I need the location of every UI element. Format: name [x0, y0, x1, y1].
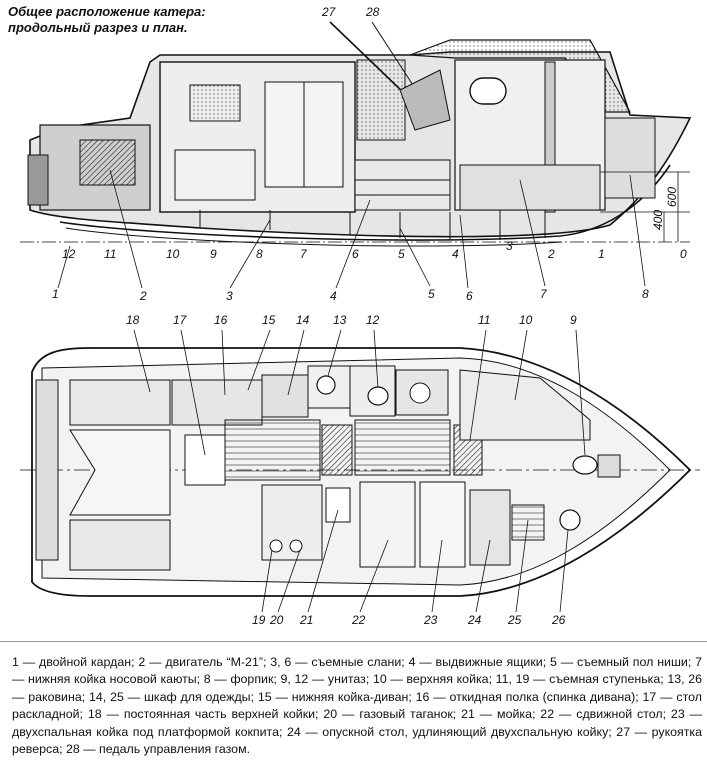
dimension-600: 600	[665, 187, 679, 207]
galley-sink-21	[325, 487, 351, 523]
cabin-floor	[224, 419, 321, 481]
upper-berth-10	[459, 369, 591, 441]
callout-7: 7	[540, 287, 548, 301]
figure-title-line-1: Общее расположение катера:	[8, 4, 206, 19]
callout-10-plan: 10	[519, 313, 533, 327]
step-11	[321, 424, 353, 476]
callout-4: 4	[330, 289, 337, 303]
callout-11: 11	[104, 247, 116, 261]
hull-bottom	[59, 164, 671, 241]
callout-15: 15	[262, 313, 276, 327]
callout-2: 2	[139, 289, 147, 303]
aft-window	[189, 84, 241, 122]
windshield	[409, 39, 632, 113]
callout-12: 12	[62, 247, 76, 261]
callout-6: 6	[466, 289, 473, 303]
callout-11-plan: 11	[478, 313, 490, 327]
callout-9-plan: 9	[570, 313, 577, 327]
callout-8: 8	[642, 287, 649, 301]
dimension-400: 400	[651, 210, 665, 230]
callout-9: 9	[210, 247, 217, 261]
callout-1: 1	[52, 287, 59, 301]
callout-16: 16	[214, 313, 228, 327]
cockpit-table	[69, 429, 171, 516]
porthole	[469, 77, 507, 105]
figure-title: Общее расположение катера: продольный ра…	[8, 4, 268, 36]
gas-burner-20	[269, 539, 283, 553]
plan-view: 18 17 16 15 14 13 12 11 10 9 19 20 21 22…	[20, 313, 700, 627]
side-callouts: 27 28 12 11 10 9 8 7 6 5 4 3 2 1 0 1 2 3…	[52, 5, 687, 303]
callout-23: 23	[423, 613, 438, 627]
sink-13	[316, 375, 336, 395]
callout-1-aft: 1	[598, 247, 605, 261]
callout-4-aft: 4	[452, 247, 459, 261]
callout-26: 26	[551, 613, 566, 627]
callout-14: 14	[296, 313, 310, 327]
callout-2-aft: 2	[547, 247, 555, 261]
callout-6-aft: 6	[352, 247, 359, 261]
callout-17: 17	[173, 313, 188, 327]
callout-25: 25	[507, 613, 522, 627]
callout-7-aft: 7	[300, 247, 308, 261]
callout-3-aft: 3	[506, 239, 513, 253]
double-berth-23	[419, 481, 466, 568]
sink-26	[559, 509, 581, 531]
callout-3: 3	[226, 289, 233, 303]
toilet-12	[367, 386, 389, 406]
toilet-9	[572, 455, 598, 475]
legend-text: 1 — двойной кардан; 2 — двигатель “М-21”…	[12, 655, 702, 757]
callout-18: 18	[126, 313, 140, 327]
callout-5: 5	[428, 287, 435, 301]
plan-callouts: 18 17 16 15 14 13 12 11 10 9 19 20 21 22…	[126, 313, 577, 627]
aft-berth	[69, 379, 171, 426]
callout-0: 0	[680, 247, 687, 261]
callout-13: 13	[333, 313, 347, 327]
sliding-table-22	[359, 481, 416, 568]
drop-table-24	[469, 489, 511, 566]
callout-5-aft: 5	[398, 247, 405, 261]
callout-27: 27	[321, 5, 337, 19]
callout-28: 28	[365, 5, 380, 19]
callout-22: 22	[351, 613, 366, 627]
callout-19: 19	[252, 613, 266, 627]
callout-24: 24	[467, 613, 482, 627]
side-section-view: 600 400 27 28 12 11 10 9 8 7 6 5 4 3 2 1…	[20, 5, 692, 303]
callout-10: 10	[166, 247, 180, 261]
callout-8-aft: 8	[256, 247, 263, 261]
wardrobe-14	[261, 374, 309, 418]
legend-panel: 1 — двойной кардан; 2 — двигатель “М-21”…	[0, 641, 707, 780]
callout-20: 20	[269, 613, 284, 627]
boat-general-arrangement-drawing: 600 400 27 28 12 11 10 9 8 7 6 5 4 3 2 1…	[20, 5, 700, 627]
engine	[27, 124, 151, 211]
figure-title-line-2: продольный разрез и план.	[8, 20, 188, 35]
callout-21: 21	[299, 613, 313, 627]
callout-12-plan: 12	[366, 313, 380, 327]
